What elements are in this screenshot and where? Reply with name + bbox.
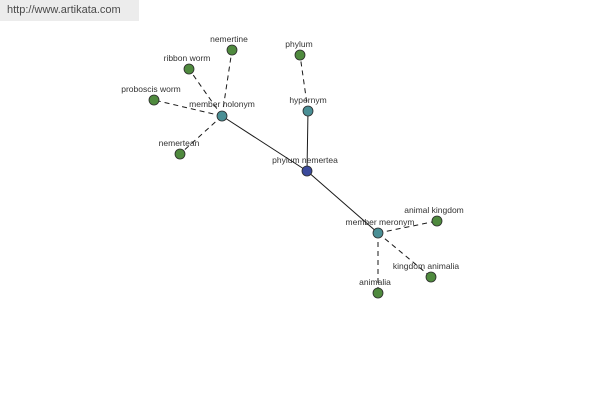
edge-phylum-nemertea-member-meronym xyxy=(306,170,379,234)
edge-phylum-nemertea-member-holonym xyxy=(221,115,308,172)
edge-hypernym-phylum xyxy=(299,54,309,112)
source-url-banner[interactable]: http://www.artikata.com xyxy=(0,0,139,21)
leaf-label-kingdom-animalia[interactable]: kingdom animalia xyxy=(393,261,459,271)
leaf-node-animal-kingdom[interactable] xyxy=(431,215,443,227)
edge-member-meronym-animal-kingdom xyxy=(377,220,438,234)
edge-phylum-nemertea-hypernym xyxy=(306,110,309,172)
graph-nodes xyxy=(148,44,443,299)
leaf-label-phylum[interactable]: phylum xyxy=(285,39,312,49)
leaf-node-animalia[interactable] xyxy=(372,287,384,299)
graph-edges xyxy=(153,49,438,293)
leaf-node-ribbon-worm[interactable] xyxy=(183,63,195,75)
relation-label-hypernym[interactable]: hypernym xyxy=(289,95,326,105)
graph-labels: nemertine ribbon worm proboscis worm nemert… xyxy=(121,34,464,287)
relation-node-member-holonym[interactable] xyxy=(216,110,228,122)
relation-label-member-meronym[interactable]: member meronym xyxy=(346,217,415,227)
leaf-label-nemertean[interactable]: nemertean xyxy=(159,138,200,148)
relation-node-hypernym[interactable] xyxy=(302,105,314,117)
edge-member-holonym-nemertine xyxy=(221,49,233,117)
leaf-label-nemertine[interactable]: nemertine xyxy=(210,34,248,44)
leaf-label-animalia[interactable]: animalia xyxy=(359,277,391,287)
leaf-node-proboscis-worm[interactable] xyxy=(148,94,160,106)
edge-member-holonym-proboscis-worm xyxy=(153,99,223,117)
edge-member-holonym-nemertean xyxy=(179,115,223,155)
leaf-node-kingdom-animalia[interactable] xyxy=(425,271,437,283)
leaf-node-phylum[interactable] xyxy=(294,49,306,61)
edge-member-holonym-ribbon-worm xyxy=(188,68,223,117)
relation-label-member-holonym[interactable]: member holonym xyxy=(189,99,255,109)
leaf-label-proboscis-worm[interactable]: proboscis worm xyxy=(121,84,181,94)
leaf-label-ribbon-worm[interactable]: ribbon worm xyxy=(164,53,211,63)
leaf-node-nemertean[interactable] xyxy=(174,148,186,160)
leaf-node-nemertine[interactable] xyxy=(226,44,238,56)
edge-member-meronym-kingdom-animalia xyxy=(377,232,432,278)
center-node-phylum-nemertea[interactable] xyxy=(301,165,313,177)
leaf-label-animal-kingdom[interactable]: animal kingdom xyxy=(404,205,464,215)
center-label-phylum-nemertea[interactable]: phylum nemertea xyxy=(272,155,338,165)
relation-node-member-meronym[interactable] xyxy=(372,227,384,239)
